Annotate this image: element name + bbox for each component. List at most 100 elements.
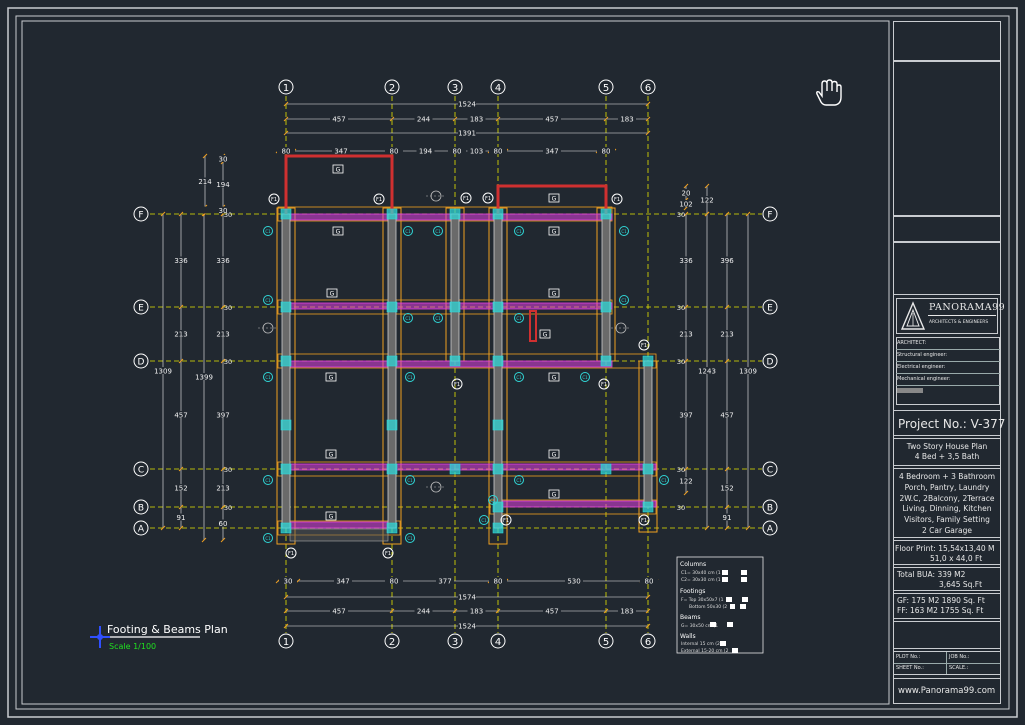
dim-right-outer-label-bg-0	[718, 256, 736, 264]
website-link[interactable]: www.Panorama99.com	[898, 686, 996, 696]
dim-bottom-spans-tick-3	[495, 608, 501, 614]
dim-right-outer-tick-3	[724, 466, 730, 472]
dim-right-top-outer-tick-0	[704, 183, 710, 189]
dim-left-outer-label-1: 213	[174, 331, 187, 339]
footing-tag-2	[373, 193, 385, 205]
dim-bottom-spans-label-4: 183	[620, 608, 633, 616]
dim-bottom-detail-label-bg-1	[334, 577, 352, 584]
dim-left-top-detail-label-bg-1	[214, 180, 232, 188]
beam-tag-text-12: G	[329, 514, 334, 521]
dim-right-outer-label-2: 457	[720, 412, 733, 420]
column-2	[280, 301, 292, 313]
house-title-box: Two Story House Plan 4 Bed + 3,5 Bath	[893, 438, 1001, 466]
website-box[interactable]: www.Panorama99.com	[893, 678, 1001, 704]
logo-subtitle: ARCHITECTS & ENGINEERS	[929, 320, 989, 325]
column-tag-text-19: C1	[265, 536, 271, 541]
column-tag-11	[263, 372, 273, 382]
dim-top-detail-label-7: 347	[545, 148, 558, 156]
dim-right-outer-label-1: 213	[720, 331, 733, 339]
footing-tag-text-1: F1	[271, 197, 277, 203]
column-13	[600, 208, 612, 220]
column-tag-text-15: C1	[265, 478, 271, 483]
dim-right-inner-tick-0	[683, 211, 689, 217]
dim-right-outer-label-bg-3	[718, 484, 736, 491]
beam-tag-13	[548, 489, 560, 499]
structural-field: Structural engineer:	[897, 352, 948, 358]
beam-tag-text-11: G	[552, 452, 557, 459]
row-mark-right-3: 30	[677, 466, 685, 474]
dim-right-inner-label-bg-0	[677, 256, 695, 264]
column-18	[386, 463, 398, 475]
grid-bubble-right-C	[762, 461, 778, 477]
legend-footings-title: Footings	[680, 588, 705, 595]
dim-bottom-spans-tick-1	[389, 608, 395, 614]
dim-left-inner-tick-3	[220, 466, 226, 472]
house-title-line-1: Two Story House Plan	[906, 442, 988, 451]
dim-top-total-tick-0	[283, 101, 289, 107]
dim-top-spans-label-1: 244	[417, 116, 431, 124]
column-tag-2	[403, 226, 413, 236]
beam-tag-9	[548, 372, 560, 382]
row-mark-left-3: 30	[224, 466, 232, 474]
column-14	[600, 301, 612, 313]
dim-top-detail-label-0: 80	[282, 148, 291, 156]
legend-columns-title: Columns	[680, 561, 706, 568]
column-28	[386, 419, 398, 431]
column-tag-text-20: C1	[407, 536, 413, 541]
column-tag-6	[263, 295, 273, 305]
beam-h-2	[281, 302, 613, 310]
dim-top-inner-total-tick-1	[645, 130, 651, 136]
wall-balcony-left	[284, 154, 394, 214]
grid-label-bottom-5: 5	[603, 637, 609, 648]
grid-bubble-right-E	[762, 299, 778, 315]
dim-bottom-detail-label-bg-5	[565, 577, 583, 584]
grid-bubble-left-D	[133, 353, 149, 369]
column-11	[492, 301, 504, 313]
beam-v-1	[281, 213, 291, 529]
dim-bottom-inner-total-tick-0	[283, 594, 289, 600]
grid-bubble-bottom-3	[447, 633, 463, 649]
dim-bottom-detail-label-2: 80	[390, 578, 399, 586]
dim-bottom-spans-tick-5	[645, 608, 651, 614]
logo-box: PANORAMA99 ARCHITECTS & ENGINEERS	[896, 298, 1005, 334]
footing-tag-text-6: F1	[641, 343, 647, 349]
column-23	[642, 463, 654, 475]
grid-bubble-right-D	[762, 353, 778, 369]
column-tag-14	[580, 372, 590, 382]
dim-top-inner-total-label-0: 1391	[458, 130, 476, 138]
grid-bubble-bottom-2	[384, 633, 400, 649]
dim-top-detail-label-5: 103	[470, 148, 483, 156]
dim-bottom-spans-tick-2	[452, 608, 458, 614]
footing-tag-text-2: F1	[376, 197, 382, 203]
dim-top-detail-label-4: 80	[453, 148, 462, 156]
sheet-info-box: PLOT No.: JOB No.: SHEET No.: SCALE.:	[893, 651, 1001, 675]
column-29	[492, 419, 504, 431]
dim-bottom-inner-total-label-0: 1574	[458, 594, 476, 602]
grid-bubble-top-2	[384, 79, 400, 95]
column-3	[280, 355, 292, 367]
beam-tag-text-4: G	[552, 229, 557, 236]
dim-right-inner-total-tick-1	[704, 525, 710, 531]
column-26	[449, 463, 461, 475]
footing-tag-3	[460, 192, 472, 204]
column-tag-text-11: C1	[265, 375, 271, 380]
grid-label-left-A: A	[138, 525, 145, 535]
column-tag-15	[263, 475, 273, 485]
footing-tag-1	[268, 193, 280, 205]
dim-left-outer-total-label-0: 1309	[154, 368, 172, 376]
project-number: Project No.: V-377	[898, 417, 1006, 431]
grid-label-left-D: D	[138, 358, 145, 368]
dim-left-inner-label-bg-4	[214, 519, 232, 527]
dim-right-inner-tick-4	[683, 490, 689, 496]
column-5	[386, 301, 398, 313]
column-tag-text-17: C1	[516, 478, 522, 483]
grid-label-bottom-6: 6	[645, 637, 651, 648]
dim-bottom-inner-total-label-bg-0	[458, 593, 476, 600]
dim-right-inner-label-0: 336	[679, 257, 693, 265]
grid-label-bottom-2: 2	[389, 637, 395, 648]
beam-tag-5	[326, 288, 338, 298]
column-tag-16	[405, 475, 415, 485]
dim-top-detail-label-bg-2	[385, 147, 403, 154]
